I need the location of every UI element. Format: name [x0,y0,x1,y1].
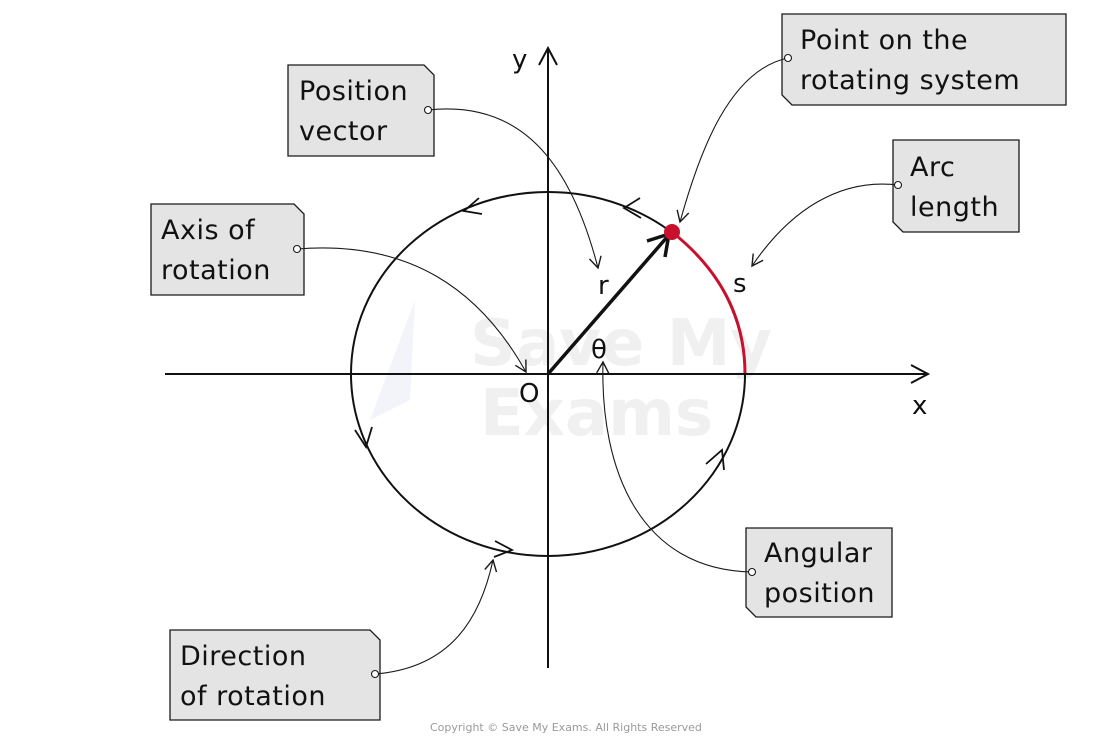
label-point-on-system: Point on the rotating system [676,13,1067,224]
point-on-system-line-1: Point on the [800,25,968,56]
copyright-notice: Copyright © Save My Exams. All Rights Re… [430,721,702,734]
position-vector-line-1: Position [299,76,408,107]
direction-arrow-top-left [461,197,483,215]
direction-of-rotation-line-2: of rotation [180,681,326,712]
origin-label: O [519,379,539,409]
arc-length-line-1: Arc [910,152,955,183]
direction-of-rotation-line-1: Direction [180,641,306,672]
axis-of-rotation-line-1: Axis of [161,215,256,246]
direction-arrow-top-right [622,197,642,219]
arc-length-curve [671,230,747,375]
axis-of-rotation-line-2: rotation [161,255,271,286]
label-arc-length: Arc length [751,139,1020,268]
label-axis-of-rotation: Axis of rotation [150,203,527,374]
direction-arrow-right [705,448,725,471]
angle-symbol: θ [591,335,607,365]
watermark: Save My Exams [370,300,772,451]
watermark-line-1: Save My [470,307,772,381]
label-position-vector: Position vector [287,64,602,270]
position-vector-line-2: vector [299,116,388,147]
watermark-line-2: Exams [480,377,713,451]
arc-symbol: s [733,269,747,299]
x-axis-label: x [912,391,927,421]
rotating-point [664,224,680,240]
label-angular-position: Angular position [596,360,893,618]
position-vector-arrow [546,234,670,376]
arc-length-line-2: length [910,192,999,223]
radius-symbol: r [598,271,609,301]
direction-arrowheads [354,197,725,558]
direction-arrow-left [354,426,373,450]
label-direction-of-rotation: Direction of rotation [169,558,498,721]
angular-position-line-1: Angular [764,538,873,569]
point-on-system-line-2: rotating system [800,65,1020,96]
direction-arrow-bottom [493,540,515,558]
angular-position-line-2: position [764,578,875,609]
y-axis-label: y [512,45,527,75]
